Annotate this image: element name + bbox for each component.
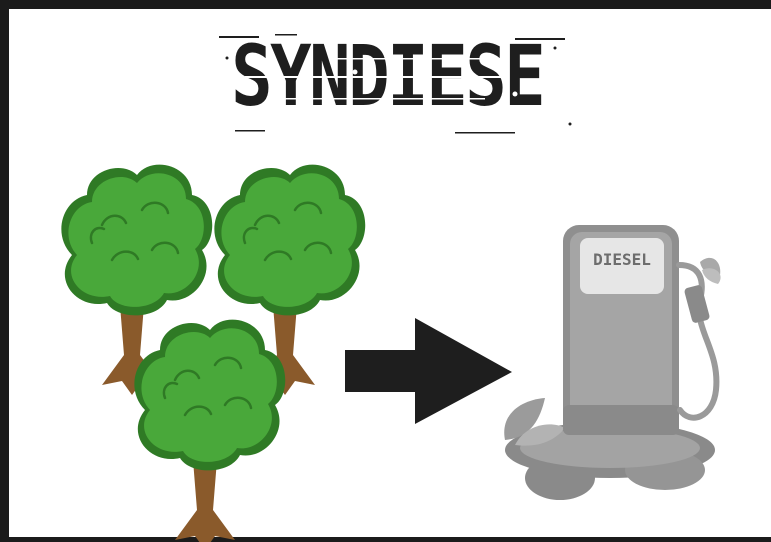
pump-label: DIESEL	[582, 250, 662, 269]
fuel-nozzle-icon	[679, 258, 721, 418]
arrow-right-icon	[345, 318, 512, 424]
tree-icon	[134, 320, 285, 542]
